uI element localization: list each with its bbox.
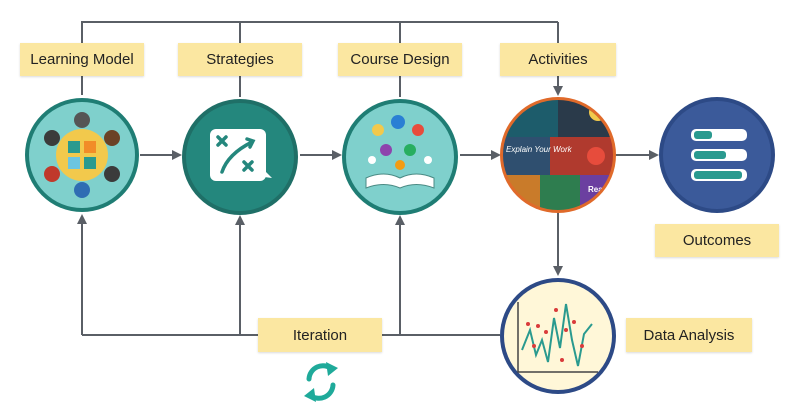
strategies-circle xyxy=(182,99,298,215)
label-strategies: Strategies xyxy=(178,43,302,76)
outcomes-list-icon xyxy=(691,129,747,181)
book-ideas-icon xyxy=(365,115,435,189)
line-chart-icon xyxy=(517,302,598,373)
activity-tile-explain: Explain Your Work xyxy=(506,145,573,154)
label-course-design: Course Design xyxy=(338,43,462,76)
label-activities: Activities xyxy=(500,43,616,76)
forward-arrows xyxy=(140,150,659,276)
team-puzzle-icon xyxy=(44,112,120,198)
label-learning-model: Learning Model xyxy=(20,43,144,76)
learning-model-circle xyxy=(25,98,139,212)
data-analysis-circle xyxy=(500,278,616,394)
label-data-analysis: Data Analysis xyxy=(626,318,752,352)
activity-tile-read: Read xyxy=(588,185,608,194)
strategy-play-icon xyxy=(210,129,272,181)
top-connector xyxy=(81,21,563,97)
label-iteration: Iteration xyxy=(258,318,382,352)
outcomes-circle xyxy=(659,97,775,213)
course-design-circle xyxy=(342,99,458,215)
activities-circle: Explain Your Work Read xyxy=(500,97,616,213)
label-outcomes: Outcomes xyxy=(655,224,779,257)
